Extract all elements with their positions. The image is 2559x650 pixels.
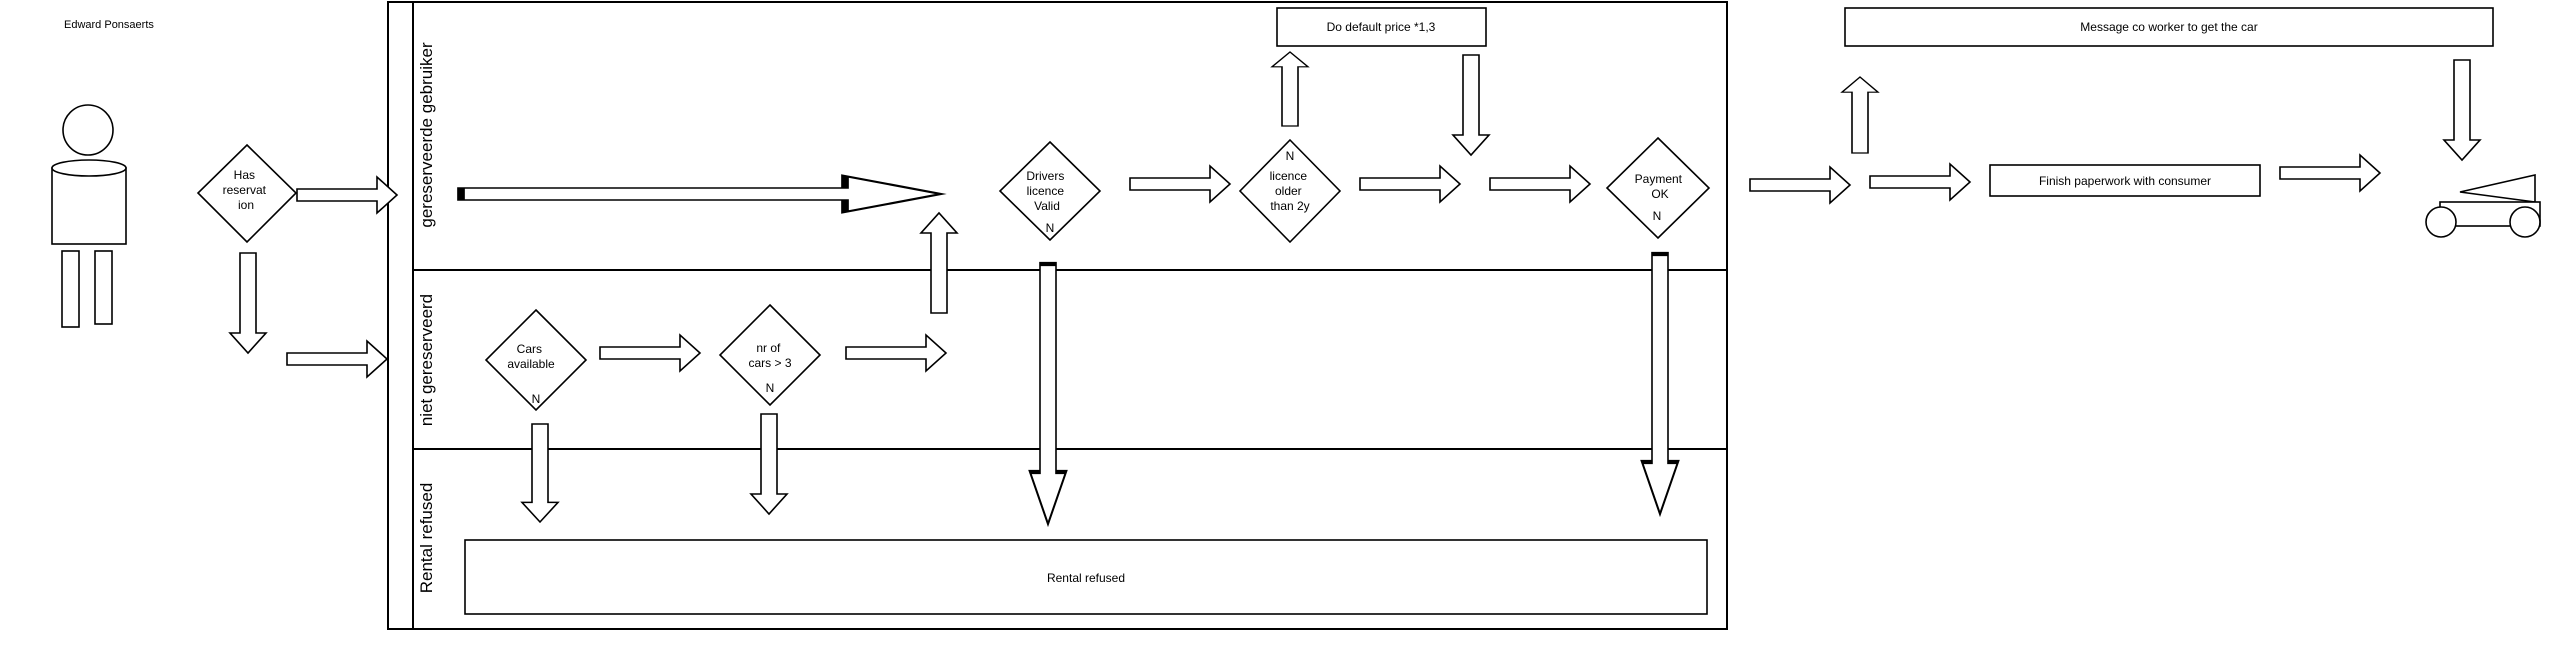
cars-available-decision: Cars available N	[484, 308, 588, 412]
drivers-licence-text: Drivers licence Valid	[1026, 169, 1067, 213]
has-reservation-text: Has reservat ion	[223, 168, 270, 212]
arrow-message-to-car	[2443, 59, 2481, 161]
nr-of-cars-text: nr of cars > 3	[748, 341, 791, 370]
arrow-to-not-reserved	[286, 340, 388, 378]
cars-available-no-label: N	[532, 392, 541, 406]
arrow-has-res-to-reserved	[296, 176, 398, 214]
licence-older-no-label: N	[1286, 149, 1295, 163]
nr-of-cars-no-label: N	[766, 381, 775, 395]
rental-refused-text: Rental refused	[1047, 571, 1125, 585]
licence-older-decision: N licence older than 2y	[1238, 138, 1342, 244]
nr-of-cars-decision: nr of cars > 3 N	[718, 303, 822, 407]
swimlane-pool	[387, 1, 1728, 630]
lane-label-reserved: gereserveerde gebruiker	[417, 42, 436, 228]
message-coworker-text: Message co worker to get the car	[2080, 20, 2257, 34]
has-reservation-decision: Has reservat ion	[196, 143, 298, 244]
lane-label-refused: Rental refused	[417, 483, 436, 594]
lane-label-not-reserved: niet gereserveerd	[417, 294, 436, 426]
payment-ok-text: Payment OK	[1635, 172, 1686, 201]
arrow-payment-out	[1749, 166, 1851, 204]
drivers-licence-no-label: N	[1046, 221, 1055, 235]
rental-refused-box: Rental refused	[464, 539, 1708, 615]
arrow-up-to-message	[1841, 76, 1879, 154]
finish-paperwork-text: Finish paperwork with consumer	[2039, 174, 2211, 188]
payment-ok-decision: Payment OK N	[1605, 136, 1711, 240]
drivers-licence-decision: Drivers licence Valid N	[998, 140, 1102, 242]
author-label: Edward Ponsaerts	[64, 19, 154, 31]
message-coworker-box: Message co worker to get the car	[1844, 7, 2494, 47]
finish-paperwork-box: Finish paperwork with consumer	[1989, 164, 2261, 197]
arrow-paperwork-to-car	[2279, 154, 2381, 192]
default-price-text: Do default price *1,3	[1327, 20, 1436, 34]
arrow-has-res-down	[229, 252, 267, 354]
actor-figure	[51, 104, 127, 328]
licence-older-text: licence older than 2y	[1270, 169, 1311, 213]
car-icon	[2425, 173, 2541, 238]
cars-available-text: Cars available	[507, 342, 555, 371]
payment-ok-no-label: N	[1653, 209, 1662, 223]
arrow-to-paperwork	[1869, 163, 1971, 201]
default-price-box: Do default price *1,3	[1276, 7, 1487, 47]
